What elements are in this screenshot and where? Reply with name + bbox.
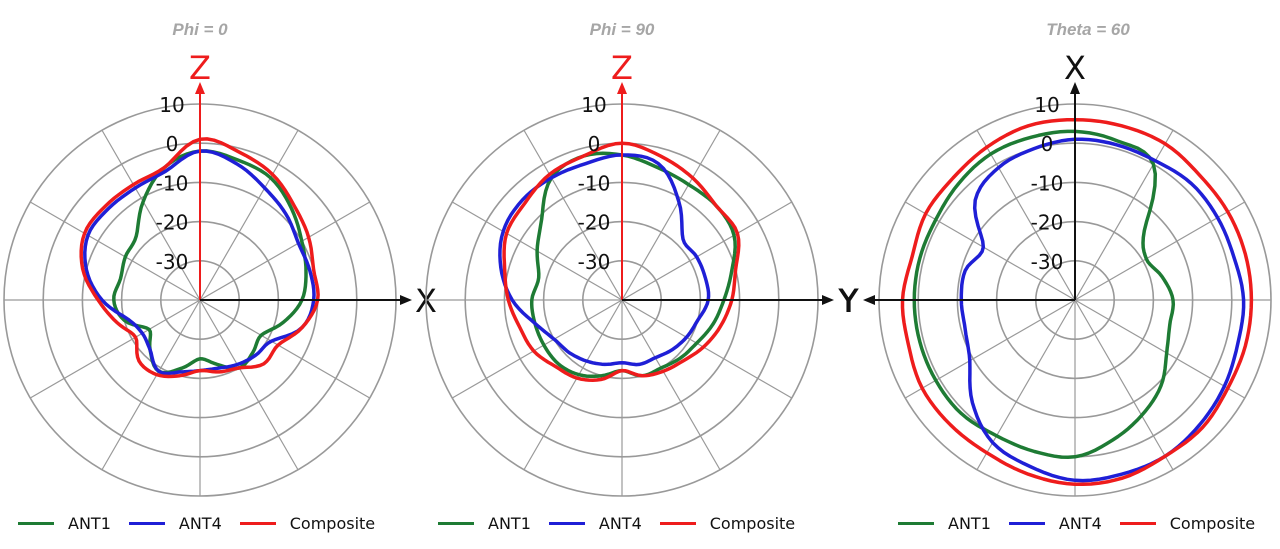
grid-spoke <box>451 299 623 399</box>
legend-phi-0: ANT1 ANT4 Composite <box>18 511 393 535</box>
legend-item-composite: Composite <box>659 513 796 533</box>
grid-spoke <box>101 299 201 471</box>
series-ant4 <box>959 137 1246 483</box>
grid-spoke <box>29 201 201 301</box>
grid-spoke <box>101 129 201 301</box>
horizontal-axis-arrowhead <box>822 295 834 305</box>
grid-spoke <box>904 299 1076 399</box>
horizontal-axis-label: Y <box>837 282 858 320</box>
grid-spoke <box>523 129 623 301</box>
horizontal-axis-arrowhead <box>863 295 875 305</box>
grid-spoke <box>976 129 1076 301</box>
legend-item-ant1: ANT1 <box>898 514 991 533</box>
legend-label-ant4: ANT4 <box>178 513 222 533</box>
r-tick-label: -10 <box>578 171 611 195</box>
series-ant1 <box>912 129 1176 460</box>
grid-spoke <box>621 299 721 471</box>
horizontal-axis-label: Y <box>838 282 859 320</box>
grid-spoke <box>1074 299 1246 399</box>
vertical-axis-label: Z <box>189 49 211 87</box>
r-tick-label: -30 <box>1031 250 1064 274</box>
r-tick-label: 10 <box>581 93 606 117</box>
legend-swatch-ant1 <box>898 521 934 525</box>
vertical-axis-label: X <box>1064 49 1086 87</box>
polar-chart-1: Z Y 10 0 -10 -20 -30 <box>425 49 858 497</box>
legend-swatch-ant1 <box>18 521 54 525</box>
grid-spoke <box>199 201 371 301</box>
legend-swatch-ant1 <box>438 521 474 525</box>
series-ant1 <box>112 149 308 375</box>
legend-item-ant4: ANT4 <box>548 513 642 533</box>
legend-swatch-ant4 <box>128 521 165 525</box>
grid-spoke <box>976 299 1076 471</box>
grid-spoke <box>621 201 793 301</box>
grid-spoke <box>621 129 721 301</box>
vertical-axis-arrowhead <box>195 82 205 94</box>
series-ant4 <box>498 153 711 367</box>
grid-spoke <box>904 201 1076 301</box>
panel-title-theta-60: Theta = 60 <box>1046 20 1130 39</box>
legend-item-ant1: ANT1 <box>18 514 111 533</box>
r-tick-label: -30 <box>578 250 611 274</box>
legend-swatch-composite <box>659 521 696 525</box>
legend-item-ant4: ANT4 <box>128 513 222 533</box>
horizontal-axis-arrowhead <box>400 295 412 305</box>
legend-swatch-ant4 <box>1008 521 1045 525</box>
r-tick-label: -20 <box>156 211 189 235</box>
legend-phi-90: ANT1 ANT4 Composite <box>438 511 813 535</box>
legend-item-ant4: ANT4 <box>1008 513 1102 533</box>
legend-label-ant1: ANT1 <box>68 513 111 533</box>
series-composite <box>79 137 320 379</box>
grid-spoke <box>1074 299 1174 471</box>
grid-spoke <box>1074 129 1174 301</box>
r-tick-label: 0 <box>1041 132 1054 156</box>
grid-spoke <box>199 129 299 301</box>
grid-spoke <box>523 299 623 471</box>
grid-spoke <box>199 299 371 399</box>
vertical-axis-arrowhead <box>1070 82 1080 94</box>
vertical-axis-arrowhead <box>617 82 627 94</box>
legend-label-composite: Composite <box>1169 513 1256 533</box>
series-composite <box>900 117 1254 487</box>
r-tick-label: -30 <box>156 250 189 274</box>
series-composite <box>502 141 741 382</box>
r-tick-label: -10 <box>1031 171 1064 195</box>
panel-title-phi-0: Phi = 0 <box>172 20 228 39</box>
legend-label-composite: Composite <box>289 513 376 533</box>
legend-item-composite: Composite <box>239 513 376 533</box>
grid-spoke <box>29 299 201 399</box>
r-tick-label: 0 <box>588 132 601 156</box>
grid-spoke <box>199 299 299 471</box>
legend-swatch-ant4 <box>548 521 585 525</box>
r-tick-label: -10 <box>156 171 189 195</box>
legend-item-composite: Composite <box>1119 513 1256 533</box>
panel-title-phi-90: Phi = 90 <box>589 20 655 39</box>
legend-label-ant1: ANT1 <box>948 513 991 533</box>
polar-chart-2: X Y 10 0 -10 -20 -30 <box>838 49 1272 497</box>
r-tick-label: 10 <box>1034 93 1059 117</box>
r-tick-label: 0 <box>166 132 179 156</box>
legend-label-composite: Composite <box>709 513 796 533</box>
legend-item-ant1: ANT1 <box>438 514 531 533</box>
legend-label-ant4: ANT4 <box>1058 513 1102 533</box>
legend-theta-60: ANT1 ANT4 Composite <box>898 511 1273 535</box>
legend-swatch-composite <box>1119 521 1156 525</box>
legend-label-ant4: ANT4 <box>598 513 642 533</box>
legend-label-ant1: ANT1 <box>488 513 531 533</box>
r-tick-label: 10 <box>159 93 184 117</box>
legend-swatch-composite <box>239 521 276 525</box>
r-tick-label: -20 <box>1031 211 1064 235</box>
grid-spoke <box>621 299 793 399</box>
r-tick-label: -20 <box>578 211 611 235</box>
grid-spoke <box>1074 201 1246 301</box>
vertical-axis-label: Z <box>611 49 633 87</box>
